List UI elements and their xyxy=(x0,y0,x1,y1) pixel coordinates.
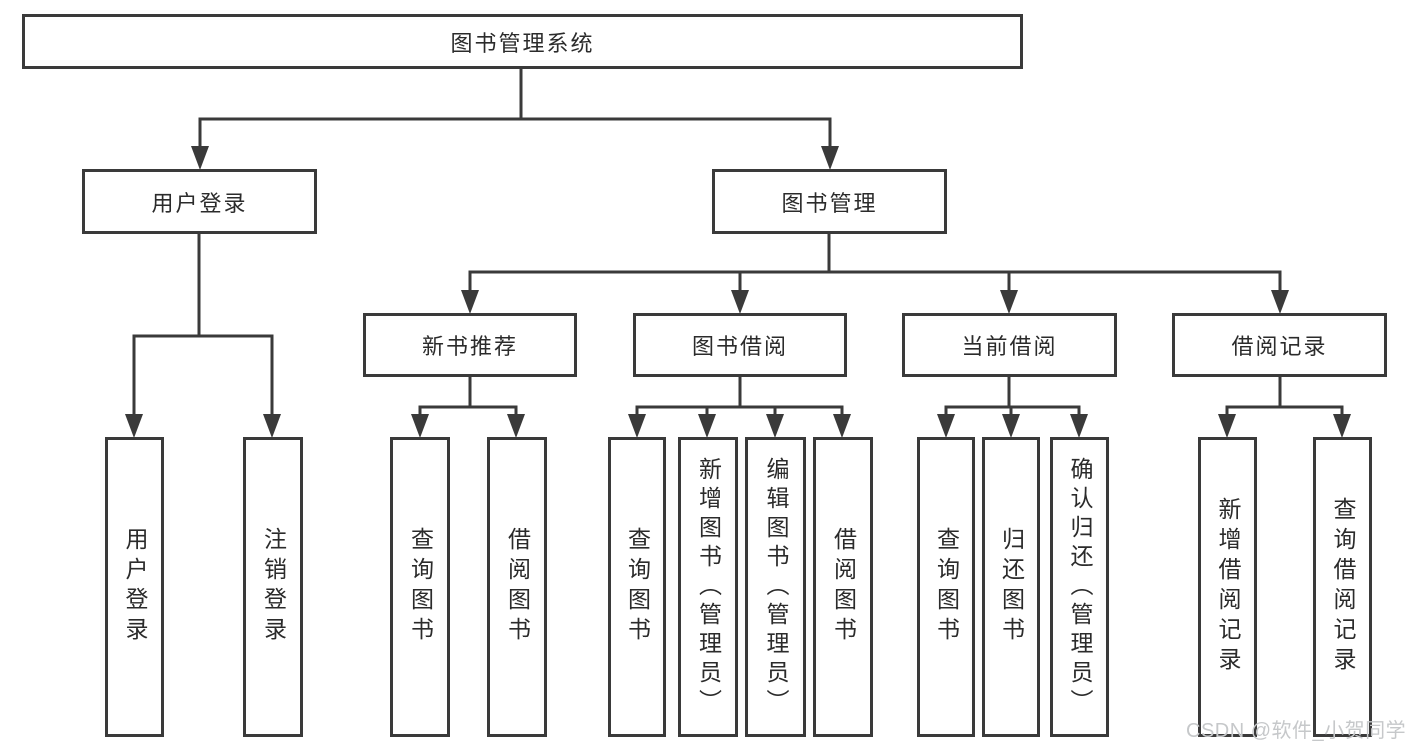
node-label: 用户登录 xyxy=(122,527,148,647)
node-label: 归还图书 xyxy=(998,527,1025,647)
node-new-book-recommend: 新书推荐 xyxy=(363,313,577,377)
node-label: 查询图书 xyxy=(933,527,960,647)
node-label: 图书管理 xyxy=(781,190,878,216)
leaf-edit-books-admin: 编辑图书（管理员） xyxy=(745,437,806,737)
leaf-confirm-return-admin: 确认归还（管理员） xyxy=(1050,437,1109,737)
node-label: 查询借阅记录 xyxy=(1330,497,1356,677)
node-current-borrowing: 当前借阅 xyxy=(902,313,1117,377)
leaf-query-books-borrow: 查询图书 xyxy=(608,437,666,737)
leaf-add-books-admin: 新增图书（管理员） xyxy=(678,437,738,737)
leaf-borrow-books-borrow: 借阅图书 xyxy=(813,437,873,737)
node-label: 新增借阅记录 xyxy=(1215,497,1241,677)
leaf-query-borrow-record: 查询借阅记录 xyxy=(1313,437,1372,737)
node-label: 图书借阅 xyxy=(691,334,788,359)
node-label: 编辑图书（管理员） xyxy=(763,456,789,718)
node-label: 查询图书 xyxy=(407,527,434,647)
node-label: 图书管理系统 xyxy=(450,30,595,56)
leaf-query-books-current: 查询图书 xyxy=(917,437,975,737)
leaf-query-books-recommend: 查询图书 xyxy=(390,437,450,737)
node-library-management-system: 图书管理系统 xyxy=(22,14,1023,69)
node-book-management: 图书管理 xyxy=(712,169,947,234)
node-user-login: 用户登录 xyxy=(82,169,317,234)
node-label: 当前借阅 xyxy=(961,334,1058,359)
csdn-watermark: CSDN @软件_小贺同学 xyxy=(1186,720,1405,742)
node-book-borrowing: 图书借阅 xyxy=(633,313,847,377)
node-label: 用户登录 xyxy=(151,190,248,216)
node-label: 确认归还（管理员） xyxy=(1067,456,1093,718)
node-label: 借阅记录 xyxy=(1231,334,1328,359)
node-label: 借阅图书 xyxy=(504,527,531,647)
arrowheads xyxy=(125,146,1351,438)
leaf-add-borrow-record: 新增借阅记录 xyxy=(1198,437,1257,737)
node-label: 查询图书 xyxy=(624,527,651,647)
leaf-borrow-books-recommend: 借阅图书 xyxy=(487,437,547,737)
leaf-user-login: 用户登录 xyxy=(105,437,164,737)
node-borrowing-records: 借阅记录 xyxy=(1172,313,1387,377)
node-label: 新书推荐 xyxy=(421,334,518,359)
node-label: 借阅图书 xyxy=(830,527,857,647)
node-label: 新增图书（管理员） xyxy=(695,456,722,718)
leaf-return-books: 归还图书 xyxy=(982,437,1040,737)
node-label: 注销登录 xyxy=(260,527,287,647)
leaf-logout-login: 注销登录 xyxy=(243,437,303,737)
